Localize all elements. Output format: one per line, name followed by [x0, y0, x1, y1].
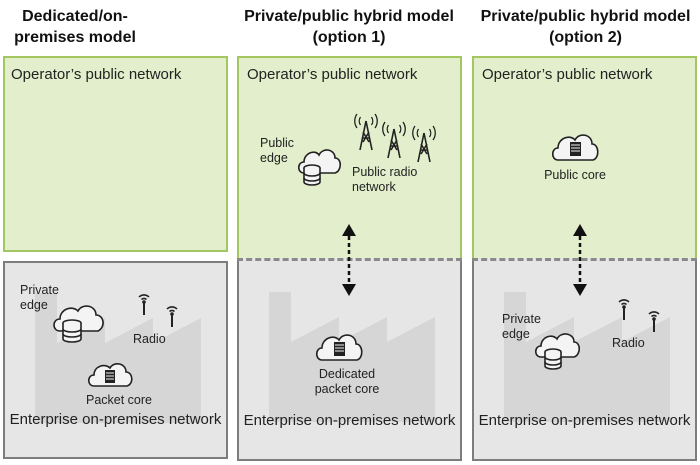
radio-antenna-icon [166, 306, 178, 327]
bidirectional-arrow [573, 224, 587, 296]
radio-label-col3: Radio [612, 336, 645, 350]
packet-core-label-col1: Packet core [86, 393, 153, 407]
column-title-hybrid-option-1: Private/public hybrid model (option 1) [244, 8, 454, 46]
network-boundary-dashed-line [472, 258, 697, 261]
private-edge-label-col1: Private edge [20, 283, 59, 312]
operator-network-label-col3: Operator’s public network [482, 66, 653, 83]
operator-network-box-col1 [3, 56, 228, 252]
enterprise-network-box-col1 [3, 261, 228, 459]
enterprise-network-label-col3: Enterprise on-premises network [478, 412, 691, 429]
enterprise-network-label-col1: Enterprise on-premises network [9, 411, 222, 428]
public-core-label: Public core [544, 168, 606, 182]
cloud-packet-core-icon [87, 363, 133, 387]
operator-network-label-col1: Operator’s public network [11, 66, 182, 83]
radio-antenna-icon [648, 311, 660, 332]
enterprise-network-box-col3 [472, 258, 697, 461]
public-edge-label-col2: Public edge [260, 136, 295, 165]
radio-antenna-icon [138, 294, 150, 315]
cell-tower-icon [382, 121, 406, 159]
operator-network-label-col2: Operator’s public network [247, 66, 418, 83]
cloud-packet-core-icon [315, 334, 363, 361]
cell-tower-icon [412, 125, 436, 163]
factory-icon [35, 293, 201, 423]
cloud-server-icon [297, 149, 342, 186]
cloud-server-icon [534, 333, 581, 370]
column-title-hybrid-option-2: Private/public hybrid model (option 2) [480, 8, 691, 46]
column-title-dedicated: Dedicated/on-premises model [14, 8, 136, 46]
cell-tower-icon [354, 113, 378, 151]
radio-label-col1: Radio [133, 332, 166, 346]
enterprise-network-label-col2: Enterprise on-premises network [243, 412, 456, 429]
private-edge-label-col3: Private edge [502, 312, 541, 341]
bidirectional-arrow [342, 224, 356, 296]
factory-icon [504, 292, 670, 422]
cloud-server-icon [53, 305, 104, 343]
dedicated-packet-core-label: Dedicated packet core [314, 367, 380, 396]
cloud-core-icon [551, 134, 599, 161]
radio-antenna-icon [618, 299, 630, 320]
public-radio-network-label: Public radio network [352, 165, 418, 194]
